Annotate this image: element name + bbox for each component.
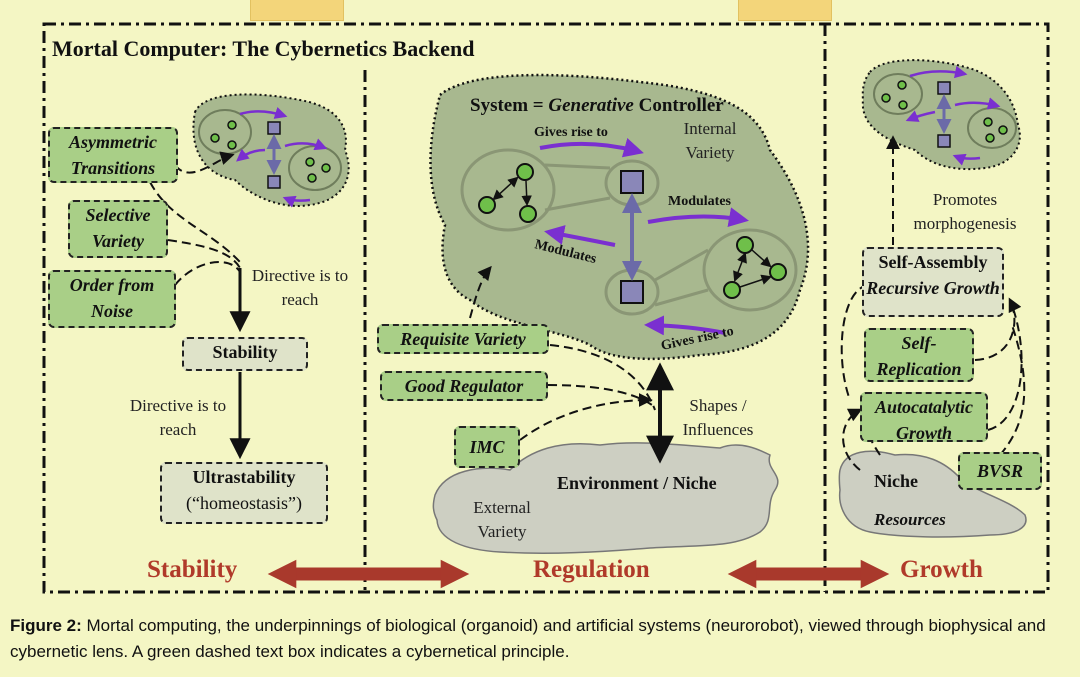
arrow-imc-to-shapes (519, 393, 653, 441)
directive-label-1: Directive is to reach (251, 266, 349, 309)
arrow-selective-down (167, 239, 241, 269)
directive-label-2: Directive is to reach (129, 396, 227, 439)
gives-rise-to-label-1: Gives rise to (534, 125, 608, 140)
arrow-niche-to-autocatalytic (842, 408, 863, 471)
arrow-self-replication (974, 297, 1022, 361)
top-tab-left (250, 0, 344, 21)
promotes-morphogenesis-label: Promotes morphogenesis (913, 190, 1017, 233)
shapes-influences-label: Shapes / Influences (682, 396, 754, 439)
principle-bvsr: BVSR (958, 452, 1042, 490)
caption-label: Figure 2: (10, 616, 82, 635)
internal-variety-label: Internal Variety (683, 119, 737, 162)
stability-box: Stability (182, 337, 308, 371)
principle-self-replication: Self-Replication (864, 328, 974, 382)
external-variety-label: External Variety (473, 498, 531, 541)
section-growth: Growth (900, 556, 983, 583)
principle-requisite-variety: Requisite Variety (377, 324, 549, 354)
stability-network-blob (192, 93, 350, 208)
section-stability: Stability (147, 556, 238, 583)
ultrastability-label: Ultrastability (192, 467, 296, 487)
niche-blob (838, 450, 1027, 538)
principle-imc: IMC (454, 426, 520, 468)
principle-order-from-noise: Order from Noise (48, 270, 176, 328)
homeostasis-label: (“homeostasis”) (186, 493, 302, 513)
modulates-label-1: Modulates (668, 194, 732, 209)
arrow-regulator-to-shapes (547, 384, 653, 406)
arrow-bvsr (999, 324, 1026, 456)
principle-asymmetric-transitions: Asymmetric Transitions (48, 127, 178, 183)
diagram-canvas: System = Generative Controller Gives ris… (42, 22, 1050, 594)
environment-label: Environment / Niche (557, 473, 717, 493)
diagram-title: Mortal Computer: The Cybernetics Backend (52, 36, 475, 61)
principle-autocatalytic-growth: Autocatalytic Growth (860, 392, 988, 443)
caption-text: Mortal computing, the underpinnings of b… (10, 616, 1046, 661)
outer-frame (42, 22, 1050, 594)
section-regulation: Regulation (533, 556, 650, 583)
arrow-autocatalytic (987, 299, 1023, 431)
arrow-asymmetric-down (149, 181, 241, 263)
top-tab-right (738, 0, 832, 21)
ultrastability-box: Ultrastability (“homeostasis”) (160, 462, 328, 524)
resources-label: Resources (873, 510, 946, 529)
system-label: System = Generative Controller (470, 95, 724, 116)
niche-label: Niche (874, 471, 918, 491)
arrow-asymmetric-to-stability (174, 151, 235, 174)
figure-caption: Figure 2: Mortal computing, the underpin… (10, 613, 1075, 665)
system-controller-blob (429, 73, 810, 361)
principle-good-regulator: Good Regulator (380, 371, 548, 401)
principle-selective-variety: Selective Variety (68, 200, 168, 258)
recursive-growth-label: Recursive Growth (866, 278, 1000, 298)
arrow-requisite-to-blob (469, 265, 492, 319)
growth-network-blob (861, 59, 1021, 171)
arrow-order-down (174, 261, 241, 286)
self-assembly-label: Self-Assembly (878, 252, 988, 272)
environment-blob (432, 442, 779, 554)
self-assembly-box: Self-Assembly Recursive Growth (862, 247, 1004, 317)
